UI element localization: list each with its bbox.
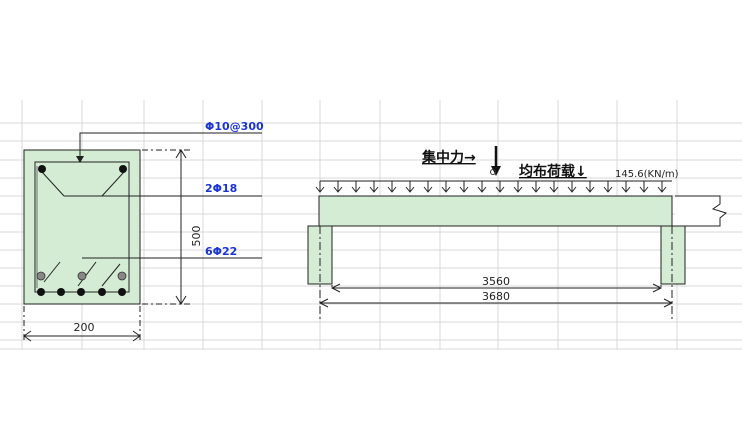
bottom-rebar [118, 288, 126, 296]
stirrup-leader [79, 132, 262, 160]
beam-elevation: 集中力→ 均布荷载↓ 145.6(KN/m) 3560 3680 [307, 146, 728, 320]
point-load-arrow [490, 146, 501, 176]
bottom-rebar [57, 288, 65, 296]
width-dimension [23, 306, 141, 342]
bottom-rebar [37, 288, 45, 296]
udl-value: 145.6(KN/m) [615, 169, 679, 180]
width-dim-text: 200 [74, 321, 95, 334]
total-span-text: 3680 [482, 290, 510, 303]
height-dim-text: 500 [190, 226, 203, 247]
clear-span-dimension [330, 283, 663, 293]
top-rebar [119, 165, 127, 173]
stirrup-label: Φ10@300 [205, 120, 264, 133]
bottom-bar-label: 6Φ22 [205, 245, 237, 258]
point-load-label: 集中力→ [421, 149, 476, 166]
udl-arrows [315, 181, 667, 193]
right-support [660, 225, 686, 285]
bottom-rebar-upper [77, 271, 87, 281]
udl-label: 均布荷载↓ [519, 163, 587, 180]
top-bar-label: 2Φ18 [205, 182, 237, 195]
bottom-rebar [98, 288, 106, 296]
height-dimension [142, 149, 190, 305]
total-span-dimension [318, 298, 674, 308]
bottom-rebar-upper [36, 271, 46, 281]
beam-body [318, 195, 673, 227]
top-rebar [38, 165, 46, 173]
cross-section: Φ10@300 2Φ18 6Φ22 500 200 [23, 120, 264, 342]
clear-span-text: 3560 [482, 275, 510, 288]
break-line [675, 195, 728, 227]
bottom-rebar [77, 288, 85, 296]
bottom-rebar-upper [117, 271, 127, 281]
